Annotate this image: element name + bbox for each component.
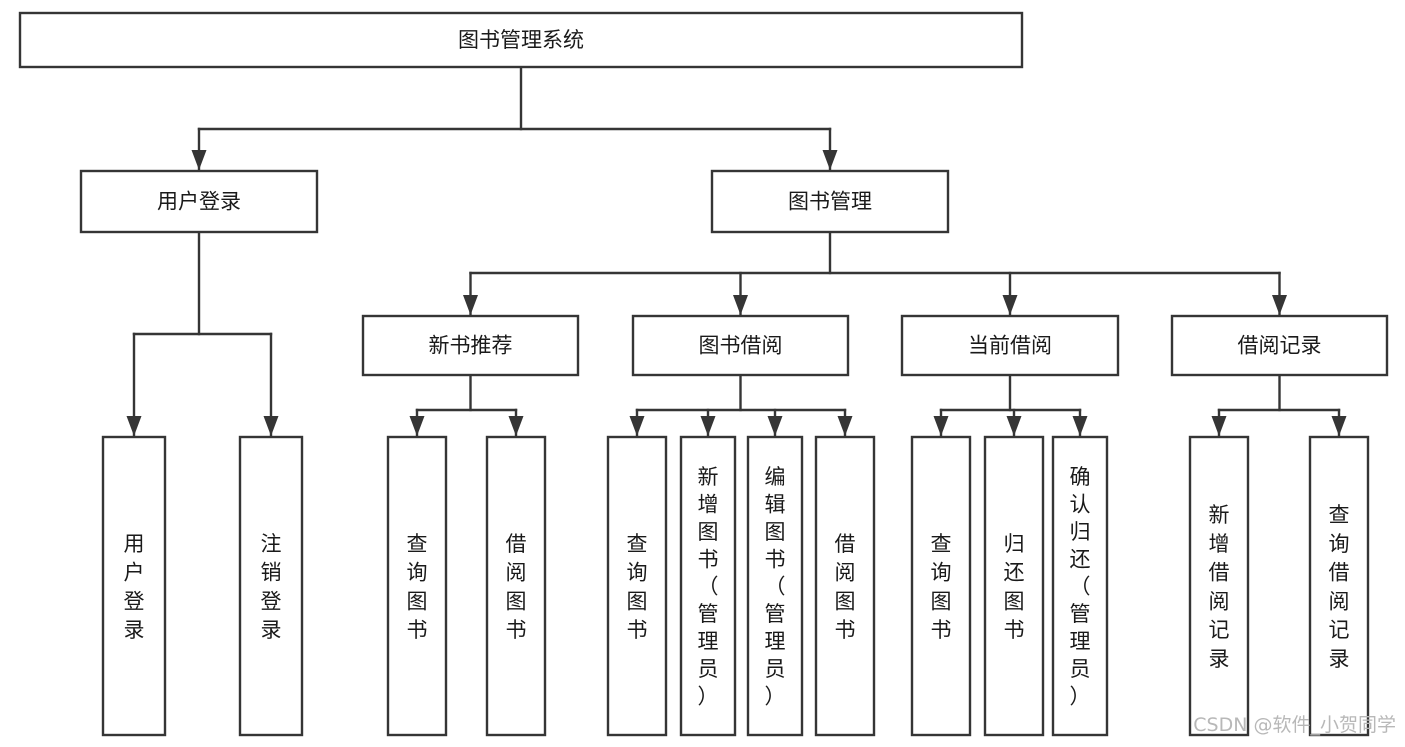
arrow-head-icon bbox=[191, 150, 207, 170]
node-box bbox=[983, 435, 1045, 737]
arrow-head-icon bbox=[822, 150, 838, 170]
node-label: 借阅记录 bbox=[1238, 334, 1322, 358]
node-box bbox=[485, 435, 547, 737]
node-box bbox=[1170, 314, 1389, 377]
arrow-head-icon bbox=[263, 416, 279, 436]
node-leaf-borrow-book-1[interactable]: 借阅图书 bbox=[485, 435, 547, 737]
node-label: 编辑图书（管理员） bbox=[765, 465, 786, 708]
node-box bbox=[631, 314, 850, 377]
node-box bbox=[900, 314, 1120, 377]
node-label: 注销登录 bbox=[261, 532, 282, 642]
node-box bbox=[18, 11, 1024, 69]
arrow-head-icon bbox=[733, 295, 748, 315]
node-box bbox=[1308, 435, 1370, 737]
arrow-head-icon bbox=[463, 295, 478, 315]
arrow-head-icon bbox=[837, 416, 853, 436]
node-label: 新书推荐 bbox=[429, 334, 513, 358]
node-box bbox=[910, 435, 972, 737]
node-leaf-add-record[interactable]: 新增借阅记录 bbox=[1188, 435, 1250, 737]
node-box bbox=[101, 435, 167, 737]
node-leaf-confirm-return[interactable]: 确认归还（管理员） bbox=[1051, 435, 1109, 737]
arrow-head-icon bbox=[1331, 416, 1347, 436]
node-label: 借阅图书 bbox=[835, 532, 856, 642]
arrow-head-icon bbox=[126, 416, 142, 436]
node-label: 用户登录 bbox=[124, 532, 145, 642]
node-label: 图书管理系统 bbox=[458, 28, 584, 52]
node-label: 新增借阅记录 bbox=[1209, 503, 1230, 671]
node-box bbox=[238, 435, 304, 737]
node-borrow-record[interactable]: 借阅记录 bbox=[1170, 314, 1389, 377]
watermark-label: CSDN @软件_小贺同学 bbox=[1193, 714, 1396, 736]
node-box bbox=[710, 169, 950, 234]
node-leaf-query-book-2[interactable]: 查询图书 bbox=[606, 435, 668, 737]
node-box bbox=[606, 435, 668, 737]
node-label: 归还图书 bbox=[1004, 532, 1025, 642]
node-new-book-rec[interactable]: 新书推荐 bbox=[361, 314, 580, 377]
node-label: 图书借阅 bbox=[699, 334, 783, 358]
node-label: 查询图书 bbox=[627, 532, 648, 642]
arrow-head-icon bbox=[767, 416, 783, 436]
node-box bbox=[361, 314, 580, 377]
node-label: 借阅图书 bbox=[506, 532, 527, 642]
node-current-borrow[interactable]: 当前借阅 bbox=[900, 314, 1120, 377]
arrow-head-icon bbox=[1072, 416, 1088, 436]
node-label: 图书管理 bbox=[788, 190, 872, 214]
node-box bbox=[1051, 435, 1109, 737]
node-label: 查询图书 bbox=[931, 532, 952, 642]
node-book-manage[interactable]: 图书管理 bbox=[710, 169, 950, 234]
node-label: 查询图书 bbox=[407, 532, 428, 642]
node-leaf-query-record[interactable]: 查询借阅记录 bbox=[1308, 435, 1370, 737]
arrow-head-icon bbox=[700, 416, 716, 436]
node-label: 查询借阅记录 bbox=[1329, 503, 1350, 671]
node-leaf-user-login[interactable]: 用户登录 bbox=[101, 435, 167, 737]
node-leaf-user-logout[interactable]: 注销登录 bbox=[238, 435, 304, 737]
node-label: 确认归还（管理员） bbox=[1070, 465, 1091, 708]
arrow-head-icon bbox=[933, 416, 949, 436]
node-label: 当前借阅 bbox=[968, 334, 1052, 358]
arrow-head-icon bbox=[1272, 295, 1287, 315]
arrow-head-icon bbox=[1002, 295, 1018, 315]
node-user-login[interactable]: 用户登录 bbox=[79, 169, 319, 234]
node-leaf-edit-book[interactable]: 编辑图书（管理员） bbox=[746, 435, 804, 737]
node-box bbox=[679, 435, 737, 737]
arrow-head-icon bbox=[629, 416, 645, 436]
node-label: 新增图书（管理员） bbox=[698, 465, 719, 708]
arrow-head-icon bbox=[1211, 416, 1227, 436]
node-label: 用户登录 bbox=[157, 190, 241, 214]
node-box bbox=[814, 435, 876, 737]
arrow-head-icon bbox=[508, 416, 524, 436]
node-box bbox=[386, 435, 448, 737]
arrow-head-icon bbox=[1006, 416, 1022, 436]
arrow-head-icon bbox=[409, 416, 425, 436]
node-leaf-borrow-book-2[interactable]: 借阅图书 bbox=[814, 435, 876, 737]
node-leaf-add-book[interactable]: 新增图书（管理员） bbox=[679, 435, 737, 737]
node-box bbox=[79, 169, 319, 234]
node-book-borrow[interactable]: 图书借阅 bbox=[631, 314, 850, 377]
node-boxes: 图书管理系统用户登录图书管理新书推荐图书借阅当前借阅借阅记录用户登录注销登录查询… bbox=[18, 11, 1389, 737]
node-box bbox=[746, 435, 804, 737]
connector-lines bbox=[126, 65, 1347, 438]
node-leaf-query-book-1[interactable]: 查询图书 bbox=[386, 435, 448, 737]
node-box bbox=[1188, 435, 1250, 737]
node-root[interactable]: 图书管理系统 bbox=[18, 11, 1024, 69]
node-leaf-query-book-3[interactable]: 查询图书 bbox=[910, 435, 972, 737]
node-leaf-return-book[interactable]: 归还图书 bbox=[983, 435, 1045, 737]
